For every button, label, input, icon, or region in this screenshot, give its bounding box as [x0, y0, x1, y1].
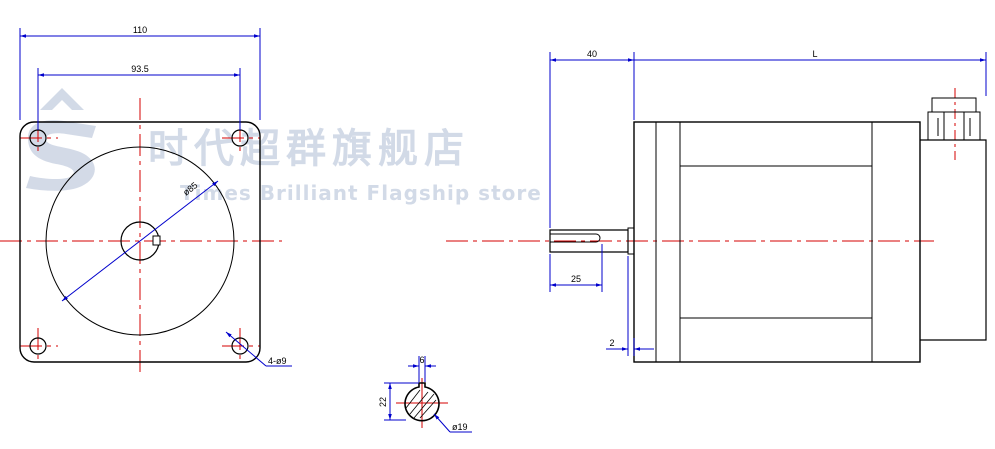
- mount-hole-bottom-left: [29, 337, 47, 355]
- side-view: 40 L 25 2: [446, 49, 987, 363]
- dim-mount-holes-label: 4-ø9: [268, 356, 287, 366]
- dim-shaft-length-label: 40: [587, 49, 597, 59]
- side-shaft-keyway: [550, 233, 601, 243]
- watermark-english: Times Brilliant Flagship store: [180, 181, 542, 205]
- dim-width-label: 110: [133, 25, 147, 35]
- dim-body-length-label: L: [812, 49, 817, 59]
- dim-shaft-diameter-label: ø19: [452, 422, 468, 432]
- watermark-logo-icon: [26, 88, 96, 191]
- rear-cap: [920, 139, 987, 341]
- shaft-section-hatch: [405, 389, 437, 419]
- dim-pilot-diameter-line: [61, 180, 219, 302]
- dim-mount-holes: [225, 331, 292, 367]
- dim-width: [19, 28, 261, 120]
- motor-body: [633, 121, 921, 363]
- dim-key-length-label: 25: [571, 274, 581, 284]
- dim-section-height-label: 22: [378, 397, 388, 407]
- front-view: 110 93.5 ø85 4-ø9: [0, 25, 292, 375]
- shaft-key: [152, 235, 161, 246]
- mount-hole-bottom-right: [231, 337, 249, 355]
- dim-key-width-label: 6: [419, 355, 424, 365]
- cable-gland-icon: [927, 97, 981, 141]
- dim-hole-spacing: [37, 68, 241, 130]
- dim-hole-spacing-label: 93.5: [131, 64, 149, 74]
- flange-outline: [19, 121, 261, 363]
- watermark: 时代超群旗舰店 Times Brilliant Flagship store: [26, 88, 542, 205]
- shaft-section-outline: [404, 382, 440, 422]
- pilot-circle: [45, 146, 235, 336]
- dim-boss-label: 2: [609, 338, 614, 348]
- shaft-section: 6 22 ø19: [378, 355, 472, 433]
- watermark-chinese: 时代超群旗舰店: [148, 126, 470, 172]
